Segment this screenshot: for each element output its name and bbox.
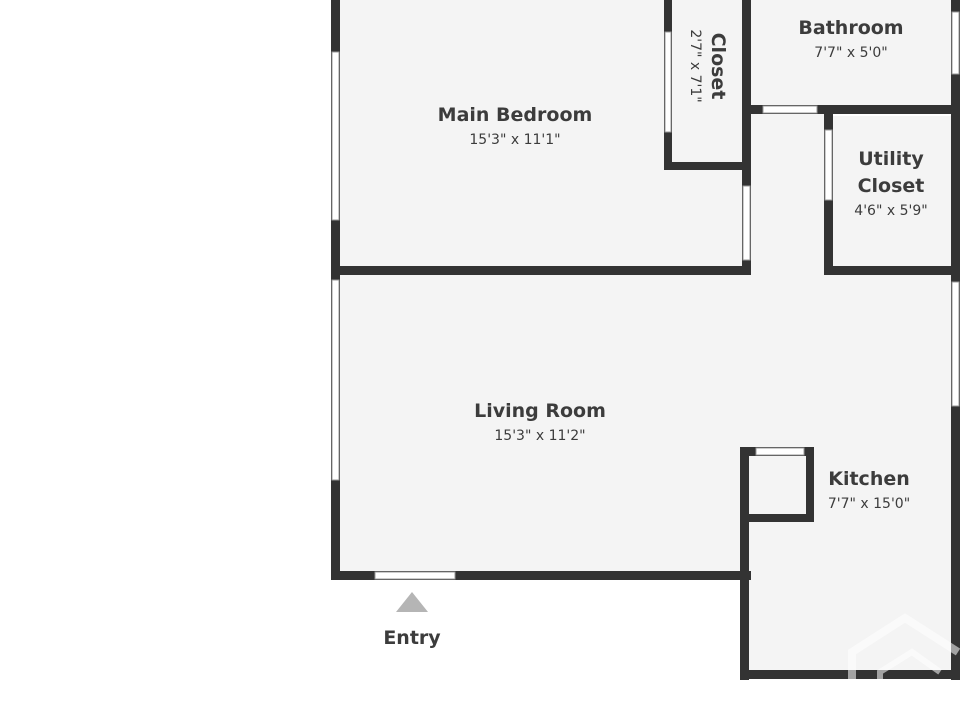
bathroom-name: Bathroom — [798, 17, 903, 39]
bathroom-dims: 7'7" x 5'0" — [814, 45, 887, 61]
pantry-opening — [755, 447, 805, 456]
main-bedroom-dims: 15'3" x 11'1" — [469, 132, 560, 148]
utility-closet-floor — [832, 116, 951, 266]
closet-dims: 2'7" x 7'1" — [687, 29, 703, 102]
kitchen-name: Kitchen — [828, 468, 910, 490]
closet-floor — [672, 0, 743, 162]
wall-bedroom-bottom — [331, 266, 751, 275]
hallway-floor — [751, 113, 824, 278]
door-bedroom-hall — [742, 185, 751, 261]
entry-label: Entry — [383, 627, 441, 649]
windows — [331, 11, 960, 580]
window-living-right — [951, 281, 960, 407]
utility-closet-name-line1: Utility — [858, 148, 924, 170]
door-utility — [824, 129, 833, 201]
wall-bedroom-right — [742, 0, 751, 275]
main-bedroom-name: Main Bedroom — [438, 104, 593, 126]
wall-pantry-right — [806, 447, 814, 522]
utility-closet-dims: 4'6" x 5'9" — [854, 203, 927, 219]
bathroom-floor — [751, 0, 951, 105]
wall-utility-bottom — [824, 266, 960, 275]
kitchen-floor — [748, 520, 952, 670]
living-room-dims: 15'3" x 11'2" — [494, 428, 585, 444]
door-entry — [374, 571, 456, 580]
entry-marker-icon — [396, 592, 428, 612]
living-room-name: Living Room — [474, 400, 606, 422]
closet-label: Closet 2'7" x 7'1" — [687, 29, 729, 102]
wall-closet-bottom — [664, 162, 751, 170]
door-closet — [664, 31, 672, 133]
wall-kitchen-left — [740, 447, 749, 680]
wall-living-bottom — [331, 571, 751, 580]
kitchen-dims: 7'7" x 15'0" — [828, 496, 910, 512]
floors — [340, 0, 952, 670]
door-bathroom — [762, 105, 818, 114]
kitchen-upper-floor — [820, 445, 952, 525]
wall-pantry-bottom — [749, 514, 814, 522]
window-living-left — [331, 279, 340, 481]
closet-name: Closet — [707, 33, 729, 100]
utility-closet-name-line2: Closet — [858, 175, 925, 197]
window-bedroom-left — [331, 51, 340, 221]
wall-bathroom-bottom — [742, 105, 960, 114]
window-bathroom-right — [951, 11, 960, 75]
house-logo-icon — [848, 613, 960, 720]
